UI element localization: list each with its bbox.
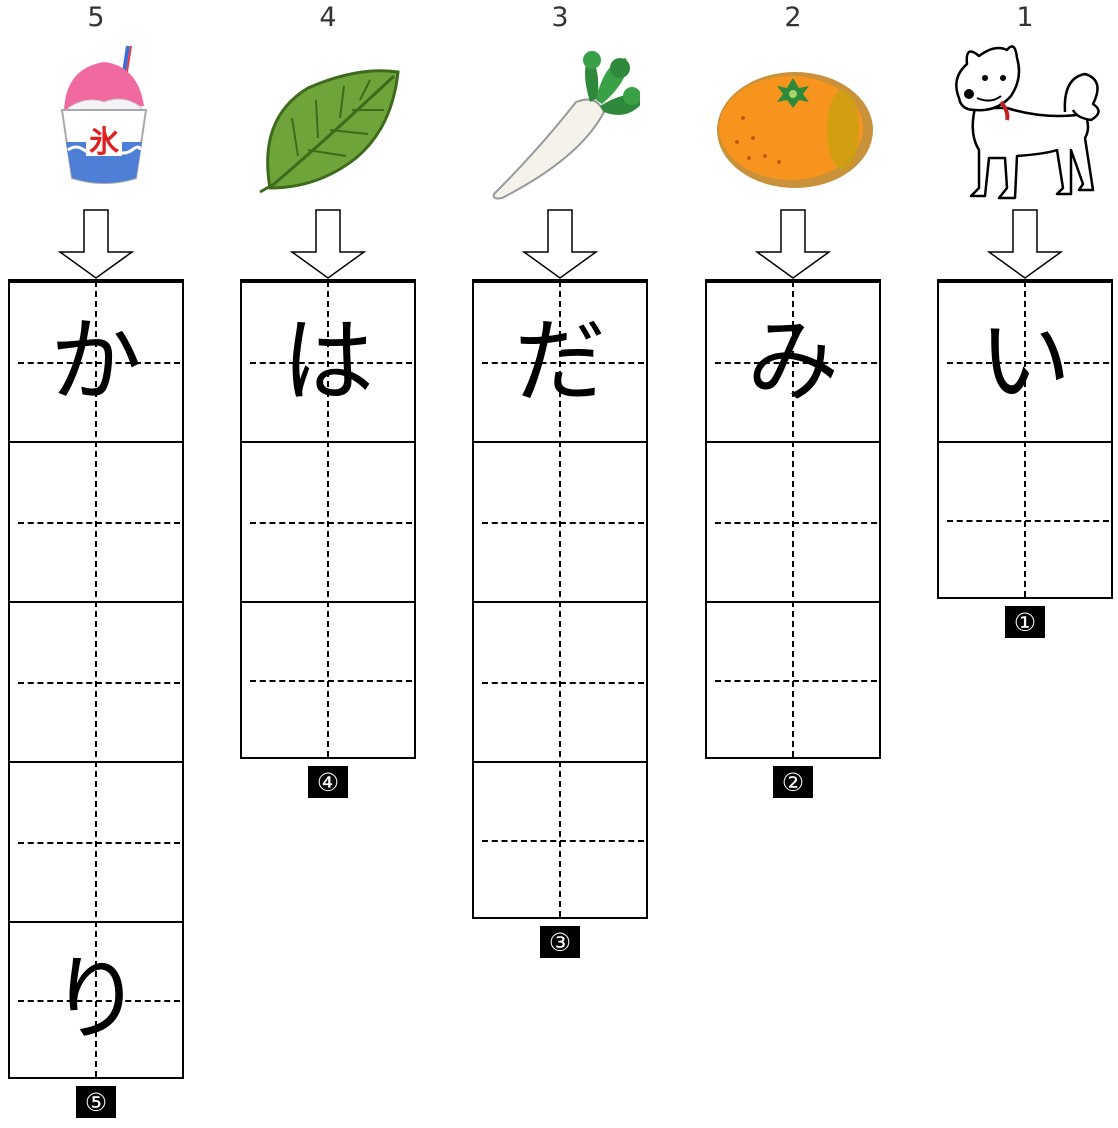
shaved-ice-icon: 氷 (60, 45, 148, 184)
grid-cell[interactable]: は (242, 281, 414, 441)
number-badge: ② (773, 766, 813, 798)
number-badge: ⑤ (76, 1086, 116, 1118)
grid-cell[interactable] (10, 761, 182, 921)
kana-first: み (746, 308, 839, 415)
column-2: 2 み ② (705, 0, 881, 1128)
grid-cell[interactable] (474, 601, 646, 761)
column-number: 5 (87, 2, 105, 33)
number-badge: ① (1005, 606, 1045, 638)
column-number: 2 (784, 2, 802, 33)
grid-cell[interactable]: み (707, 281, 879, 441)
writing-grid: み (705, 279, 881, 759)
grid-cell[interactable] (474, 441, 646, 601)
writing-grid: か り (8, 279, 184, 1079)
down-arrow-icon (521, 209, 599, 279)
grid-cell[interactable] (707, 441, 879, 601)
column-5: 5 氷 か り ⑤ (8, 0, 184, 1128)
grid-cell[interactable] (242, 601, 414, 757)
grid-cell[interactable] (474, 761, 646, 917)
grid-cell[interactable]: り (10, 921, 182, 1077)
grid-cell[interactable] (939, 441, 1111, 597)
grid-cell[interactable] (10, 601, 182, 761)
leaf-icon (259, 69, 400, 194)
kana-first: は (281, 308, 374, 415)
daikon-radish-icon (492, 51, 640, 200)
kana-last: り (49, 946, 142, 1053)
number-badge: ④ (308, 766, 348, 798)
ice-cup-label: 氷 (89, 125, 120, 160)
writing-grid: い (937, 279, 1113, 599)
down-arrow-icon (289, 209, 367, 279)
writing-grid: だ (472, 279, 648, 919)
down-arrow-icon (57, 209, 135, 279)
grid-cell[interactable]: か (10, 281, 182, 441)
grid-cell[interactable] (10, 441, 182, 601)
grid-cell[interactable]: い (939, 281, 1111, 441)
number-badge: ③ (540, 926, 580, 958)
kana-first: い (978, 308, 1071, 415)
grid-cell[interactable] (242, 441, 414, 601)
down-arrow-icon (754, 209, 832, 279)
column-4: 4 は ④ (240, 0, 416, 1128)
column-number: 1 (1016, 2, 1034, 33)
column-1: 1 い ① (937, 0, 1113, 1128)
kana-first: だ (513, 308, 606, 415)
column-number: 3 (551, 2, 569, 33)
column-number: 4 (319, 2, 337, 33)
grid-cell[interactable]: だ (474, 281, 646, 441)
writing-grid: は (240, 279, 416, 759)
kana-first: か (49, 308, 142, 415)
dog-icon (955, 45, 1100, 200)
mandarin-orange-icon (717, 72, 873, 188)
column-3: 3 だ ③ (472, 0, 648, 1128)
down-arrow-icon (986, 209, 1064, 279)
grid-cell[interactable] (707, 601, 879, 757)
